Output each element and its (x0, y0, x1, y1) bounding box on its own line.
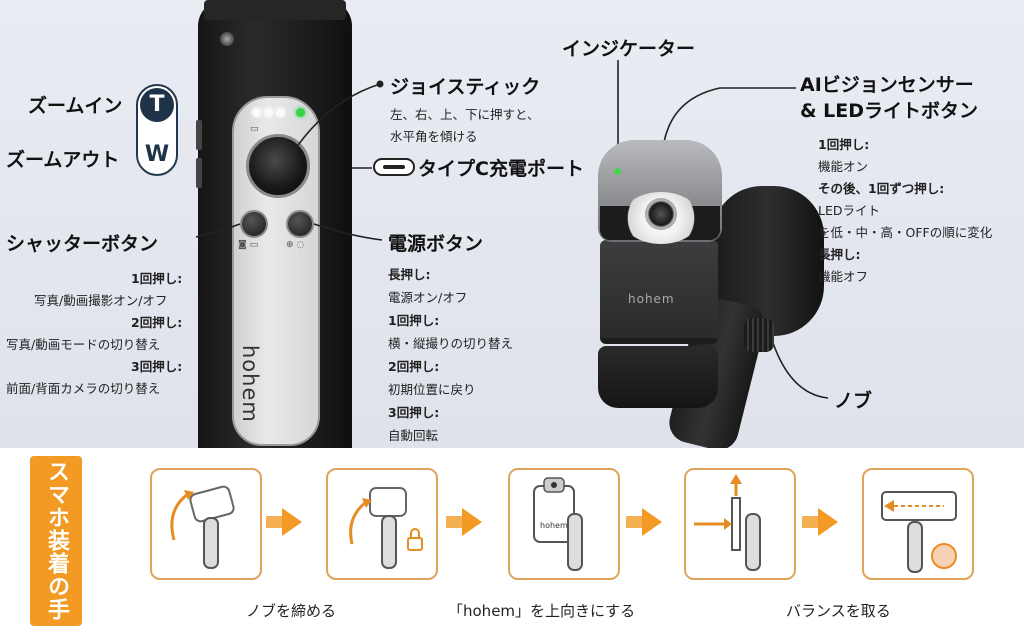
power-line: 長押し: (388, 267, 431, 282)
ai-sensor-line: 機能オン (818, 159, 869, 174)
zoom-side-button (196, 158, 202, 188)
power-line: 1回押し: (388, 313, 440, 328)
screw-icon (220, 32, 234, 46)
rotate-icon: ⊕ ◌ (286, 240, 305, 250)
knob (744, 318, 774, 352)
arrow-icon (818, 508, 838, 536)
step-illustration-4 (684, 468, 796, 580)
ai-sensor-title-2: & LEDライトボタン (800, 100, 979, 122)
ai-sensor-line: 機能オフ (818, 269, 869, 284)
arrow-icon (642, 508, 662, 536)
power-line: 電源オン/オフ (388, 290, 468, 305)
arrow-icon (626, 516, 642, 528)
shutter-line: 1回押し: (131, 271, 183, 286)
step-illustration-1 (150, 468, 262, 580)
zoom-in-label: ズームイン (28, 95, 123, 117)
svg-text:hohem: hohem (540, 521, 568, 530)
zoom-out-label: ズームアウト (6, 149, 120, 171)
arrow-icon (282, 508, 302, 536)
steps-banner (30, 456, 82, 626)
bracket-logo: hohem (628, 292, 675, 306)
power-title: 電源ボタン (388, 233, 484, 255)
joystick-title: ジョイスティック (390, 76, 541, 98)
knob-title: ノブ (834, 390, 873, 412)
step-caption: バランスを取る (786, 602, 891, 620)
handle-top (204, 0, 346, 20)
arrow-icon (462, 508, 482, 536)
power-line: 自動回転 (388, 428, 439, 443)
joystick-desc-2: 水平角を傾ける (390, 129, 478, 144)
joystick (246, 134, 310, 198)
power-line: 3回押し: (388, 405, 440, 420)
ai-sensor-line: 長押し: (818, 247, 861, 262)
indicator-title: インジケーター (562, 38, 696, 60)
power-line: 2回押し: (388, 359, 440, 374)
zoom-side-button (196, 120, 202, 150)
step-caption: 「hohem」を上向きにする (448, 602, 636, 620)
zoom-in-key: T (140, 88, 174, 122)
joystick-desc-1: 左、右、上、下に押すと、 (390, 107, 540, 122)
battery-led (264, 108, 273, 117)
power-line: 初期位置に戻り (388, 382, 476, 397)
shutter-line: 写真/動画モードの切り替え (6, 337, 161, 352)
battery-led (252, 108, 261, 117)
camera-lens-icon (645, 198, 677, 230)
shutter-title: シャッターボタン (6, 233, 159, 255)
zoom-out-key: W (140, 138, 174, 172)
shutter-button (240, 210, 268, 238)
mode-led (296, 108, 305, 117)
power-line: 横・縦撮りの切り替え (388, 336, 514, 351)
ai-sensor-line: 1回押し: (818, 137, 870, 152)
charge-port-title: タイプC充電ポート (418, 158, 584, 180)
shutter-line: 2回押し: (131, 315, 183, 330)
camera-video-icon: ◙ ▭ (238, 240, 259, 250)
product-diagram: ▭ ◙ ▭ ⊕ ◌ hohem T W ズームイン ズームアウト ジョイスティッ… (0, 0, 1024, 448)
shutter-line: 前面/背面カメラの切り替え (6, 381, 161, 396)
power-button (286, 210, 314, 238)
arrow-icon (446, 516, 462, 528)
step-illustration-3: hohem (508, 468, 620, 580)
step-caption: ノブを締める (246, 602, 337, 620)
arrow-icon (266, 516, 282, 528)
shutter-line: 3回押し: (131, 359, 183, 374)
usb-c-icon (373, 158, 415, 176)
step-illustration-2 (326, 468, 438, 580)
steps-heading: スマホ装着の手順 (0, 460, 69, 621)
arrow-icon (802, 516, 818, 528)
phone-clamp (598, 346, 718, 408)
ai-sensor-title-1: AIビジョンセンサー (800, 74, 974, 96)
ai-sensor-line: を低・中・高・OFFの順に変化 (818, 225, 993, 240)
battery-led (276, 108, 285, 117)
ai-sensor-line: その後、1回ずつ押し: (818, 181, 945, 196)
battery-icon: ▭ (250, 124, 259, 134)
step-illustration-5 (862, 468, 974, 580)
indicator-led (614, 168, 621, 175)
shutter-line: 写真/動画撮影オン/オフ (34, 293, 168, 308)
ai-sensor-line: LEDライト (818, 203, 880, 218)
phone-bracket (600, 240, 718, 344)
